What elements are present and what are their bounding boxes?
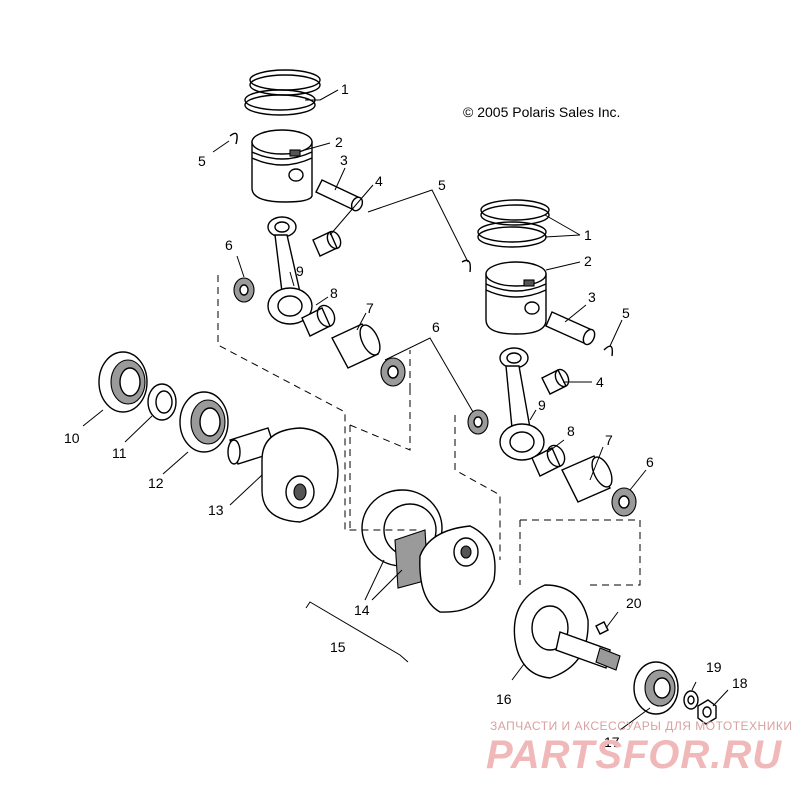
callout-18: 18 [732, 675, 748, 691]
needle-bearing-right-bottom [531, 444, 566, 477]
crank-half-13 [227, 427, 339, 523]
callout-9-left: 9 [296, 263, 304, 279]
piston-pin-left [315, 179, 364, 212]
callout-3-left: 3 [340, 152, 348, 168]
circlip-left-top [229, 132, 238, 145]
callout-6-center: 6 [432, 319, 440, 335]
callout-15: 15 [330, 639, 346, 655]
piston-right [485, 261, 547, 335]
thrust-washer-right-a [467, 409, 489, 435]
callout-1-right: 1 [584, 227, 592, 243]
nut-18 [697, 699, 717, 725]
connecting-rod-left [267, 216, 313, 325]
copyright-notice: © 2005 Polaris Sales Inc. [463, 104, 620, 120]
callout-7-left: 7 [366, 300, 374, 316]
thrust-washer-right-b [611, 487, 637, 517]
piston-left [251, 129, 313, 203]
watermark: ЗАПЧАСТИ И АКСЕССУАРЫ ДЛЯ МОТОТЕХНИКИ PA… [486, 719, 792, 777]
callout-3-right: 3 [588, 289, 596, 305]
main-bearing-12 [179, 391, 229, 453]
callout-5-right: 5 [622, 305, 630, 321]
callout-10: 10 [64, 430, 80, 446]
callout-2-right: 2 [584, 253, 592, 269]
callout-20: 20 [626, 595, 642, 611]
callout-14: 14 [354, 602, 370, 618]
thrust-washer-left-b [380, 357, 406, 387]
callout-5-center: 5 [438, 177, 446, 193]
callout-11: 11 [112, 445, 127, 461]
main-bearing-17 [633, 661, 679, 715]
watermark-logo: PARTSFOR.RU [486, 733, 782, 777]
callout-8-left: 8 [330, 285, 338, 301]
callout-6-right: 6 [646, 454, 654, 470]
callout-17: 17 [604, 734, 620, 750]
crank-flywheel-14 [361, 489, 496, 613]
main-bearing-10 [98, 351, 148, 413]
thrust-washer-left-a [233, 277, 255, 303]
callout-4-left: 4 [375, 173, 383, 189]
callout-5-left: 5 [198, 153, 206, 169]
callout-13: 13 [208, 502, 224, 518]
piston-rings-right [477, 199, 550, 248]
callout-labels: 1 2 5 3 4 5 6 9 8 7 6 1 2 3 5 4 9 8 7 6 … [64, 81, 748, 750]
needle-bearing-left-top [312, 230, 342, 257]
needle-bearing-right-top [541, 368, 570, 395]
callout-4-right: 4 [596, 374, 604, 390]
callout-8-right: 8 [567, 423, 575, 439]
leader-lines [82, 89, 729, 731]
piston-pin-right [545, 311, 596, 346]
assembly-dash-lines [217, 275, 641, 586]
key-20 [595, 621, 609, 635]
washer-19 [683, 690, 699, 710]
crank-pin-left [331, 323, 381, 369]
callout-2-left: 2 [335, 134, 343, 150]
piston-rings-left [244, 69, 321, 116]
callout-12: 12 [148, 475, 164, 491]
callout-16: 16 [496, 691, 512, 707]
circlip-right-top [461, 259, 472, 273]
callout-7-right: 7 [605, 432, 613, 448]
needle-bearing-left-bottom [301, 304, 336, 337]
crank-pin-right [561, 455, 613, 503]
connecting-rod-right [499, 347, 545, 461]
callout-1-left: 1 [341, 81, 349, 97]
callout-19: 19 [706, 659, 722, 675]
watermark-tagline: ЗАПЧАСТИ И АКСЕССУАРЫ ДЛЯ МОТОТЕХНИКИ [490, 719, 792, 733]
callout-6-left: 6 [225, 237, 233, 253]
crank-half-16 [513, 584, 621, 679]
seal-ring-11 [147, 383, 177, 421]
circlip-right-side [603, 345, 614, 357]
callout-9-right: 9 [538, 397, 546, 413]
